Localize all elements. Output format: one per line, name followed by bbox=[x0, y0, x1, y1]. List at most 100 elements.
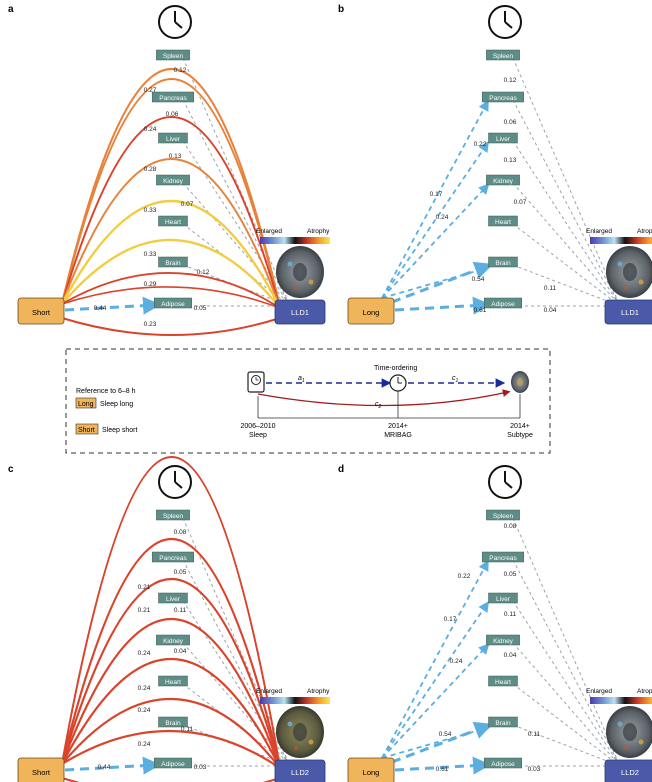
legend-long-text: Sleep long bbox=[100, 401, 133, 408]
label-c2: c2 bbox=[375, 401, 382, 410]
edge-sleep-to-adipose bbox=[394, 756, 491, 775]
edge-sleep-to-adipose bbox=[64, 296, 161, 315]
brain-spot bbox=[624, 746, 628, 750]
edge-organ-to-lld bbox=[512, 642, 621, 767]
organ-node-adipose: Adipose bbox=[154, 297, 192, 309]
clock-icon bbox=[488, 5, 522, 39]
coefficient-label: 0.04 bbox=[544, 307, 557, 314]
organ-label: Adipose bbox=[491, 301, 515, 308]
organ-box bbox=[484, 297, 522, 309]
panel-c: SpleenPancreasLiverKidneyHeartBrainAdipo… bbox=[17, 456, 330, 782]
organ-label: Adipose bbox=[491, 761, 515, 768]
edge-sleep-to-brain bbox=[391, 261, 493, 304]
legend-short-text: Sleep short bbox=[102, 427, 137, 434]
brain-spot bbox=[294, 746, 298, 750]
edge-sleep-to-brain bbox=[391, 721, 493, 764]
colorbar-left-label: Enlarged bbox=[256, 688, 282, 695]
organ-label: Kidney bbox=[163, 178, 184, 185]
organ-node-brain: Brain bbox=[488, 256, 518, 268]
organ-label: Spleen bbox=[493, 513, 514, 520]
t2-label: MRIBAG bbox=[384, 432, 412, 439]
organ-node-heart: Heart bbox=[488, 215, 518, 227]
organ-box bbox=[151, 551, 195, 563]
organ-label: Pancreas bbox=[489, 95, 517, 102]
edge-organ-to-lld bbox=[182, 264, 291, 307]
edge-sleep-curve bbox=[61, 116, 281, 309]
organ-node-pancreas: Pancreas bbox=[481, 91, 525, 103]
coefficient-label: 0.12 bbox=[504, 77, 517, 84]
coefficient-label: 0.21 bbox=[138, 584, 151, 591]
organ-box bbox=[486, 634, 520, 646]
organ-node-kidney: Kidney bbox=[486, 174, 520, 186]
organ-label: Kidney bbox=[493, 178, 514, 185]
organ-box bbox=[156, 634, 190, 646]
panel-letter-c: c bbox=[8, 464, 14, 475]
legend-long-tag: Long bbox=[78, 401, 94, 408]
brain-spot bbox=[294, 286, 298, 290]
organ-node-pancreas: Pancreas bbox=[481, 551, 525, 563]
lld-box bbox=[604, 299, 652, 325]
organ-label: Brain bbox=[165, 720, 181, 727]
brain-spot bbox=[287, 261, 293, 267]
organ-node-heart: Heart bbox=[488, 675, 518, 687]
brain-image bbox=[606, 246, 652, 298]
brain-spot bbox=[617, 261, 623, 267]
edge-sleep-to-organ bbox=[381, 141, 490, 299]
organ-node-pancreas: Pancreas bbox=[151, 91, 195, 103]
organ-label: Spleen bbox=[163, 513, 184, 520]
organ-box bbox=[154, 297, 192, 309]
organ-box bbox=[158, 716, 188, 728]
coefficient-label: 0.24 bbox=[450, 658, 463, 665]
t3-year: 2014+ bbox=[510, 423, 530, 430]
brain-spot bbox=[287, 721, 293, 727]
brain-spot bbox=[617, 721, 623, 727]
coefficient-label: 0.04 bbox=[174, 648, 187, 655]
brain-image bbox=[606, 706, 652, 758]
colorbar-left-label: Enlarged bbox=[586, 228, 612, 235]
organ-box bbox=[158, 215, 188, 227]
edge-sleep-to-organ bbox=[381, 643, 490, 759]
sleep-box bbox=[17, 297, 65, 325]
coefficient-label: 0.22 bbox=[474, 141, 487, 148]
colorbar-left-label: Enlarged bbox=[256, 228, 282, 235]
organ-node-liver: Liver bbox=[158, 592, 188, 604]
edge-organ-to-lld bbox=[512, 600, 621, 767]
legend-short-swatch bbox=[75, 423, 99, 435]
coefficient-label: 0.23 bbox=[144, 321, 157, 328]
coefficient-label: 0.24 bbox=[144, 126, 157, 133]
brain-spot bbox=[638, 739, 644, 745]
colorbar-right-label: Atrophy bbox=[307, 688, 330, 695]
organ-box bbox=[156, 174, 190, 186]
clock-hand-hour bbox=[504, 481, 513, 489]
coefficient-label: 0.24 bbox=[436, 214, 449, 221]
sleep-box bbox=[347, 297, 395, 325]
organ-node-liver: Liver bbox=[158, 132, 188, 144]
coefficient-label: 0.05 bbox=[194, 305, 207, 312]
organ-box bbox=[158, 132, 188, 144]
edge-organ-to-lld bbox=[512, 683, 621, 767]
clock-icon-small bbox=[389, 374, 407, 392]
coefficient-label: 0.11 bbox=[174, 607, 187, 614]
coefficient-label: 0.06 bbox=[504, 119, 517, 126]
organ-label: Liver bbox=[166, 136, 181, 143]
edge-organ-to-lld bbox=[512, 559, 621, 767]
panel-letter-a: a bbox=[8, 4, 14, 15]
edge-sleep-to-organ bbox=[381, 724, 491, 759]
coefficient-label: 0.24 bbox=[138, 650, 151, 657]
organ-label: Liver bbox=[166, 596, 181, 603]
clock-hand-hour bbox=[504, 21, 513, 29]
colorbar-right-label: Atrophy bbox=[637, 228, 652, 235]
coefficient-label: 0.06 bbox=[166, 111, 179, 118]
organ-node-adipose: Adipose bbox=[484, 757, 522, 769]
coefficient-label: 0.17 bbox=[430, 191, 443, 198]
colorbar: Enlarged Atrophy bbox=[586, 228, 652, 244]
lld-label: LLD1 bbox=[621, 308, 639, 317]
edge-organ-to-lld bbox=[512, 140, 621, 307]
organ-node-brain: Brain bbox=[488, 716, 518, 728]
brain-ventricle bbox=[293, 263, 307, 281]
clock-hand-hour bbox=[174, 21, 183, 29]
organ-box bbox=[156, 49, 190, 61]
organ-box bbox=[156, 509, 190, 521]
